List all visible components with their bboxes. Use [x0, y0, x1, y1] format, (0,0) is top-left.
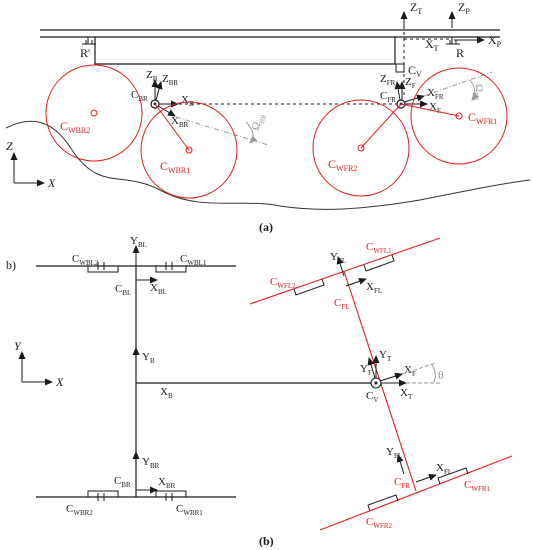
label-OmegaFR: ΩFR [471, 84, 485, 101]
label-YFR: YFL [386, 446, 402, 460]
label-CWBR2-b: CWBR2 [66, 503, 93, 517]
label-YB: YB [142, 351, 155, 365]
XF-arrow-b [379, 372, 403, 382]
panel-a: R' R ZT ZP XT XP CV ZB ZBR CBR XB XBR ΩB… [5, 0, 531, 234]
label-CFL: CFL [334, 297, 350, 311]
OmegaBR-arc [245, 121, 258, 144]
label-YBR: YBR [142, 456, 160, 470]
YF-arrow [367, 357, 376, 379]
XBR-arrow [157, 105, 176, 117]
front-pitch-ref-line [423, 71, 493, 97]
label-global-X: X [47, 176, 56, 190]
label-CV-a: CV [408, 63, 422, 79]
label-ZP: ZP [458, 0, 470, 16]
label-XF-b: XF [404, 364, 416, 378]
front-mount-symbol [446, 40, 460, 45]
label-CBL: CBL [115, 283, 131, 297]
label-XBL: XBL [150, 282, 167, 296]
label-XT-b: XT [400, 387, 413, 401]
wheel-WFR1 [410, 67, 508, 165]
label-theta: θ [438, 368, 444, 382]
label-global-Z: Z [6, 139, 13, 153]
label-XB-a: XB [181, 94, 194, 108]
link-rear-to-WBR1 [154, 103, 190, 151]
label-CFR-a: CFR [380, 90, 396, 104]
label-CWBL2: CWBL2 [72, 253, 99, 267]
label-YT: YT [379, 349, 392, 363]
label-ZF: ZF [405, 76, 416, 90]
ZBR-arrow [155, 81, 163, 101]
label-CWFL2: CWFL2 [270, 276, 296, 290]
YFL-arrow [336, 256, 345, 277]
front-right-axle [319, 455, 513, 531]
label-CWFR1: CWFR1 [468, 110, 497, 126]
caption-b-side: b) [6, 258, 16, 272]
link-front-to-WFR1 [400, 103, 460, 117]
wheel-WBR2-center [90, 109, 98, 117]
terrain-profile [5, 120, 531, 210]
wheel-WBR2 [45, 64, 143, 162]
rear-mount-symbol [82, 40, 96, 45]
caption-b: (b) [259, 534, 274, 548]
front-pivot-block [395, 63, 405, 73]
label-XF-a: XF [429, 101, 441, 115]
front-right-wheels [367, 467, 469, 512]
XFR-arrow-b [415, 474, 437, 483]
label-XFL: XFL [366, 281, 382, 295]
label-CBR-a: CBR [131, 89, 148, 103]
label-CBR-b: CBR [114, 475, 131, 489]
label-CV-b: CV [366, 390, 378, 404]
label-XT: XT [425, 37, 439, 53]
label-CWFR2-b: CWFR2 [366, 516, 393, 530]
label-ZT: ZT [410, 0, 422, 16]
label-XBR-b: XBR [158, 476, 176, 490]
label-YFL: YFL [330, 251, 346, 265]
label-CFR-b: CFR [394, 476, 410, 490]
link-front-to-WFR2 [360, 103, 402, 149]
panel-b: b) CWBL2 CWBL1 YBL XBL CBL YB XB YBR CBR… [6, 235, 513, 548]
bogie-frame [94, 37, 396, 65]
wheel-WBR1 [140, 101, 238, 199]
label-ZBR: ZBR [162, 73, 178, 87]
label-global-Y: Y [14, 339, 22, 353]
label-CWBR1-b: CWBR1 [176, 503, 203, 517]
ZFR-arrow [394, 81, 402, 101]
rear-right-wheels [87, 490, 187, 501]
label-YF: YF [360, 363, 372, 377]
label-ZB: ZB [146, 69, 158, 83]
label-CWFR2: CWFR2 [328, 157, 357, 173]
label-XFR-b: XFL [436, 462, 452, 476]
caption-a: (a) [259, 220, 273, 234]
OmegaFR-arc [469, 79, 480, 101]
label-CWFL1: CWFL1 [366, 241, 392, 255]
label-CWBR2: CWBR2 [60, 119, 90, 135]
theta-arc [431, 364, 436, 383]
label-ZFR: ZFR [380, 73, 396, 87]
center-CV-b-dot [374, 381, 378, 385]
label-XFR: XFR [427, 87, 444, 101]
label-YBL: YBL [130, 235, 147, 249]
label-global-X-b: X [55, 375, 64, 389]
label-CWBL1: CWBL1 [180, 253, 207, 267]
label-XP: XP [488, 33, 502, 49]
label-OmegaBR: ΩBR [249, 111, 268, 132]
rear-left-wheels [87, 262, 187, 273]
front-left-axle [249, 237, 441, 305]
label-CWFR1-b: CWFR1 [464, 479, 491, 493]
label-XBR: XBR [171, 115, 189, 129]
label-R-prime: R' [80, 46, 90, 60]
label-XB-b: XB [160, 386, 173, 400]
label-R: R [456, 46, 464, 60]
XFL-arrow [345, 278, 367, 287]
front-left-wheels [293, 254, 395, 296]
wheel-WFR2 [312, 99, 410, 197]
label-CWBR1: CWBR1 [160, 159, 190, 175]
YFR-arrow [396, 454, 405, 475]
